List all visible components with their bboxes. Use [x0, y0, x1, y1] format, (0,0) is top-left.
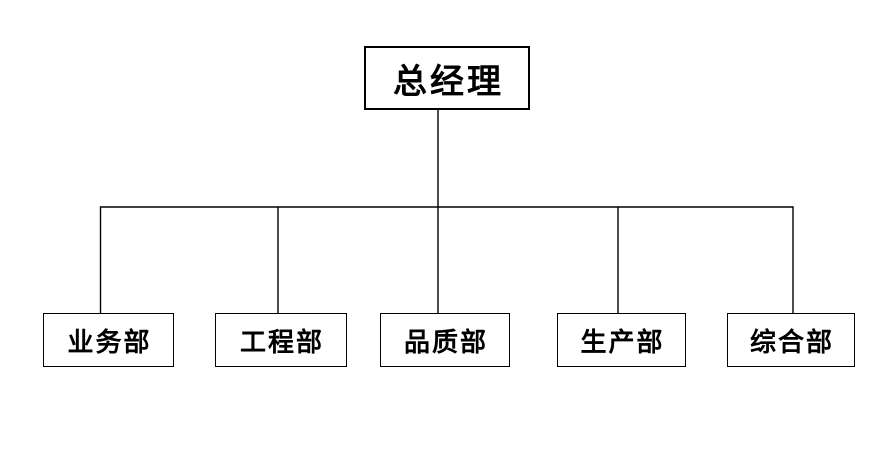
org-node-dept-business: 业务部 — [43, 313, 174, 367]
org-node-root: 总经理 — [364, 46, 530, 110]
org-node-dept-general-affairs: 综合部 — [727, 313, 855, 367]
org-node-dept-engineering: 工程部 — [215, 313, 347, 367]
org-node-dept-quality: 品质部 — [380, 313, 510, 367]
org-node-dept-production: 生产部 — [557, 313, 686, 367]
